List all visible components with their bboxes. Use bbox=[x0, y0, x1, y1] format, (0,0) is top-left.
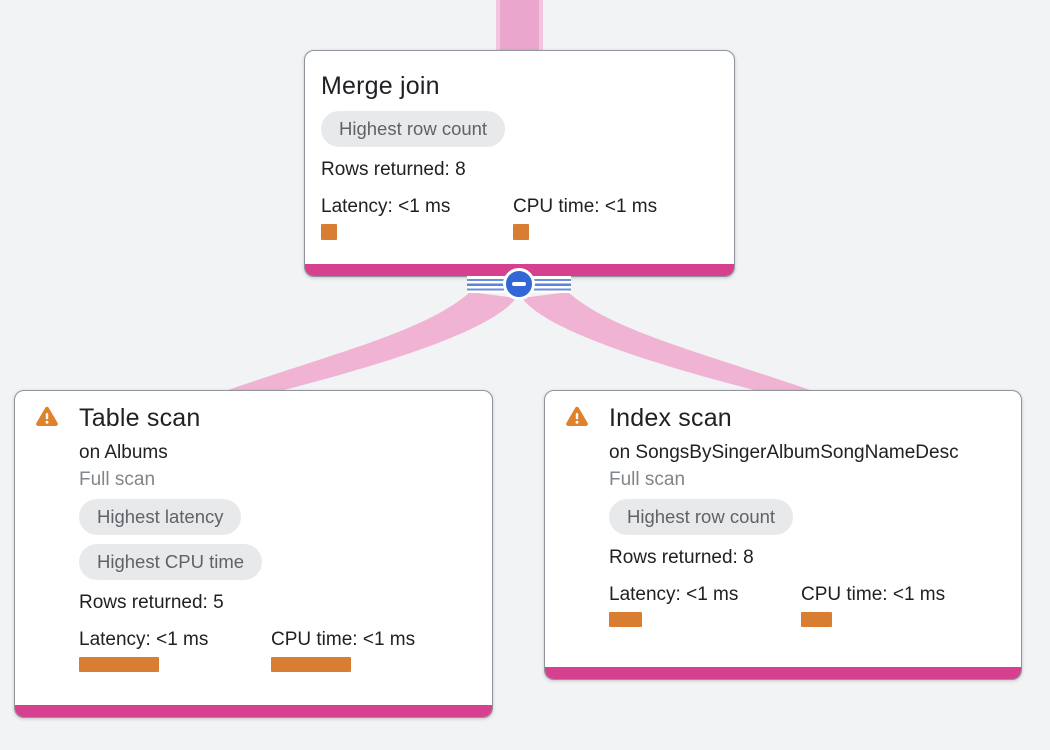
scan-target: on Albums bbox=[79, 442, 168, 463]
scan-target: on SongsBySingerAlbumSongNameDesc bbox=[609, 442, 959, 463]
latency-label: Latency: <1 ms bbox=[609, 584, 739, 606]
latency-label: Latency: <1 ms bbox=[79, 629, 209, 651]
badge-highest-row-count: Highest row count bbox=[321, 111, 506, 148]
node-title: Table scan bbox=[79, 404, 201, 432]
warning-icon bbox=[565, 406, 589, 428]
collapse-button[interactable] bbox=[503, 268, 535, 300]
cpu-time-label: CPU time: <1 ms bbox=[513, 196, 658, 218]
node-card-table-scan[interactable]: Table scan on Albums Full scan Highest l… bbox=[14, 390, 493, 718]
cpu-time-label: CPU time: <1 ms bbox=[801, 584, 946, 606]
latency-label: Latency: <1 ms bbox=[321, 196, 451, 218]
node-title: Merge join bbox=[321, 72, 440, 100]
scan-type: Full scan bbox=[79, 469, 156, 490]
latency-bar bbox=[79, 657, 159, 673]
rows-returned-label: Rows returned: 5 bbox=[79, 592, 224, 614]
edge-merge-join-to-index-scan bbox=[522, 292, 810, 390]
edge-parent-to-merge-join bbox=[496, 0, 543, 53]
cpu-metric: CPU time: <1 ms bbox=[271, 629, 476, 673]
cpu-time-label: CPU time: <1 ms bbox=[271, 629, 416, 651]
cpu-time-bar bbox=[271, 657, 351, 673]
rows-returned-label: Rows returned: 8 bbox=[609, 547, 754, 569]
badge-highest-cpu-time: Highest CPU time bbox=[79, 544, 263, 581]
rows-returned-label: Rows returned: 8 bbox=[321, 159, 466, 181]
node-card-merge-join[interactable]: Merge join Highest row count Rows return… bbox=[304, 50, 735, 277]
minus-icon bbox=[512, 282, 526, 286]
card-accent-bar bbox=[15, 705, 492, 717]
edge-merge-join-to-table-scan bbox=[228, 292, 516, 390]
node-card-index-scan[interactable]: Index scan on SongsBySingerAlbumSongName… bbox=[544, 390, 1022, 680]
scan-type: Full scan bbox=[609, 469, 686, 490]
cpu-metric: CPU time: <1 ms bbox=[513, 196, 714, 241]
badge-highest-row-count: Highest row count bbox=[609, 499, 794, 536]
latency-bar bbox=[321, 224, 337, 241]
latency-metric: Latency: <1 ms bbox=[609, 584, 801, 628]
cpu-time-bar bbox=[513, 224, 529, 241]
latency-metric: Latency: <1 ms bbox=[79, 629, 271, 673]
node-title: Index scan bbox=[609, 404, 732, 432]
cpu-time-bar bbox=[801, 612, 832, 628]
card-accent-bar bbox=[545, 667, 1021, 679]
warning-icon bbox=[35, 406, 59, 428]
cpu-metric: CPU time: <1 ms bbox=[801, 584, 1005, 628]
latency-metric: Latency: <1 ms bbox=[321, 196, 513, 241]
badge-highest-latency: Highest latency bbox=[79, 499, 242, 536]
latency-bar bbox=[609, 612, 642, 628]
